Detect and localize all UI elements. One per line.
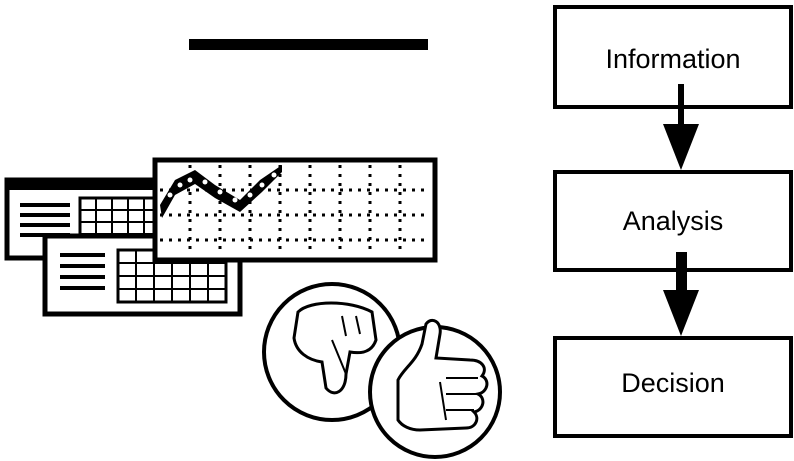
analysis-box: Analysis xyxy=(553,170,793,272)
title-bar-icon xyxy=(189,39,428,50)
decision-label: Decision xyxy=(621,368,725,399)
information-label: Information xyxy=(605,44,740,75)
analysis-label: Analysis xyxy=(623,206,724,237)
line-chart-icon xyxy=(155,160,435,260)
decision-box: Decision xyxy=(553,336,793,438)
clipart-illustration xyxy=(0,0,550,461)
information-box: Information xyxy=(553,5,793,109)
